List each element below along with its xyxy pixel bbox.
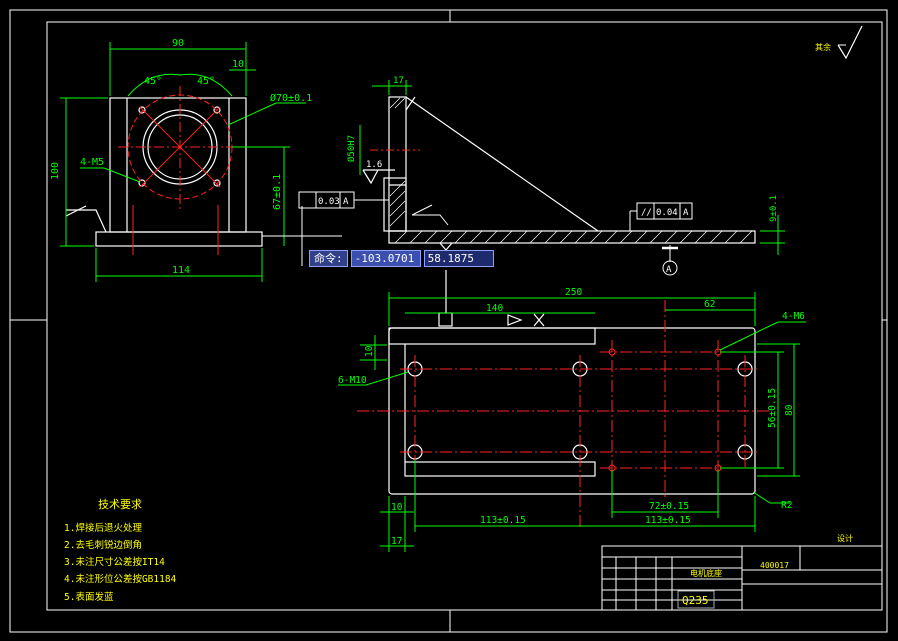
dim-80: 80 <box>784 404 795 416</box>
dim-base-114: 114 <box>172 265 190 276</box>
dim-56: 56±0.15 <box>767 388 778 428</box>
roughness-corner-label: 其余 <box>815 42 831 52</box>
notes-item-5: 5.表面发蓝 <box>64 591 114 603</box>
front-view: 90 45° 45° 10 Ø70±0.1 4-M5 100 67±0.1 11… <box>50 38 312 282</box>
dim-140: 140 <box>486 303 503 314</box>
notes-title: 技术要求 <box>98 498 142 511</box>
dim-r2: R2 <box>781 500 792 511</box>
dim-113-right: 113±0.15 <box>645 515 691 526</box>
dim-113-left: 113±0.15 <box>480 515 526 526</box>
title-block-material: Q235 <box>682 594 709 607</box>
dim-holes-m5: 4-M5 <box>80 157 104 168</box>
title-block-material-cell <box>677 590 715 609</box>
top-view: 250 140 62 4-M6 10 6-M10 56±0.15 80 72±0… <box>338 242 806 552</box>
tol-perp-value: 0.03 <box>318 197 340 207</box>
tol-par-value: 0.04 <box>656 208 678 218</box>
command-prompt[interactable]: 命令: -103.0701 58.1875 <box>309 250 494 267</box>
tol-par-symbol: // <box>641 208 652 218</box>
tol-perp-datum: A <box>343 197 349 207</box>
dim-62: 62 <box>704 299 715 310</box>
dim-m10-holes: 6-M10 <box>338 375 367 386</box>
dim-72: 72±0.15 <box>649 501 689 512</box>
datum-a-label: A <box>666 265 672 275</box>
command-label: 命令: <box>309 250 348 267</box>
tol-par-datum: A <box>683 208 689 218</box>
notes-item-4: 4.未注形位公差按GB1184 <box>64 573 177 585</box>
dim-angle-right: 45° <box>197 76 215 87</box>
dim-thickness-17: 17 <box>393 76 404 86</box>
title-block-code: 400017 <box>760 561 789 570</box>
drawing-frame <box>9 9 888 633</box>
roughness-value: 1.6 <box>366 160 382 170</box>
dim-17-bottom: 17 <box>391 536 402 547</box>
dim-10-top: 10 <box>364 345 375 357</box>
dim-10-bottom: 10 <box>391 502 403 513</box>
title-block: 设计 电机底座 400017 Q235 <box>601 533 883 611</box>
side-view: 1.6 0.03 A // 0.04 A A 17 Ø50H7 9±0.1 <box>298 76 785 276</box>
cursor-crosshair <box>262 206 342 266</box>
dim-m6-holes: 4-M6 <box>782 311 805 322</box>
dim-center-67: 67±0.1 <box>272 174 283 210</box>
title-block-designer: 设计 <box>837 533 853 543</box>
notes-item-1: 1.焊接后退火处理 <box>64 522 142 534</box>
coordinate-y-input[interactable]: 58.1875 <box>423 250 494 267</box>
technical-notes: 技术要求 1.焊接后退火处理 2.去毛刺锐边倒角 3.未注尺寸公差按IT14 4… <box>64 498 177 603</box>
dim-width-90: 90 <box>172 38 184 49</box>
dim-hole-50: Ø50H7 <box>346 135 357 162</box>
title-block-part-name: 电机底座 <box>690 568 722 578</box>
dim-bore: Ø70±0.1 <box>270 92 312 104</box>
notes-item-2: 2.去毛刺锐边倒角 <box>64 539 142 551</box>
dim-plate-9: 9±0.1 <box>769 195 779 222</box>
dim-angle-left: 45° <box>144 76 162 87</box>
dim-total-250: 250 <box>565 287 582 298</box>
dim-offset-10: 10 <box>232 59 244 70</box>
coordinate-x-input[interactable]: -103.0701 <box>350 250 421 267</box>
roughness-corner-mark: 其余 <box>815 25 863 60</box>
notes-item-3: 3.未注尺寸公差按IT14 <box>64 556 165 568</box>
dim-height-100: 100 <box>50 162 61 180</box>
